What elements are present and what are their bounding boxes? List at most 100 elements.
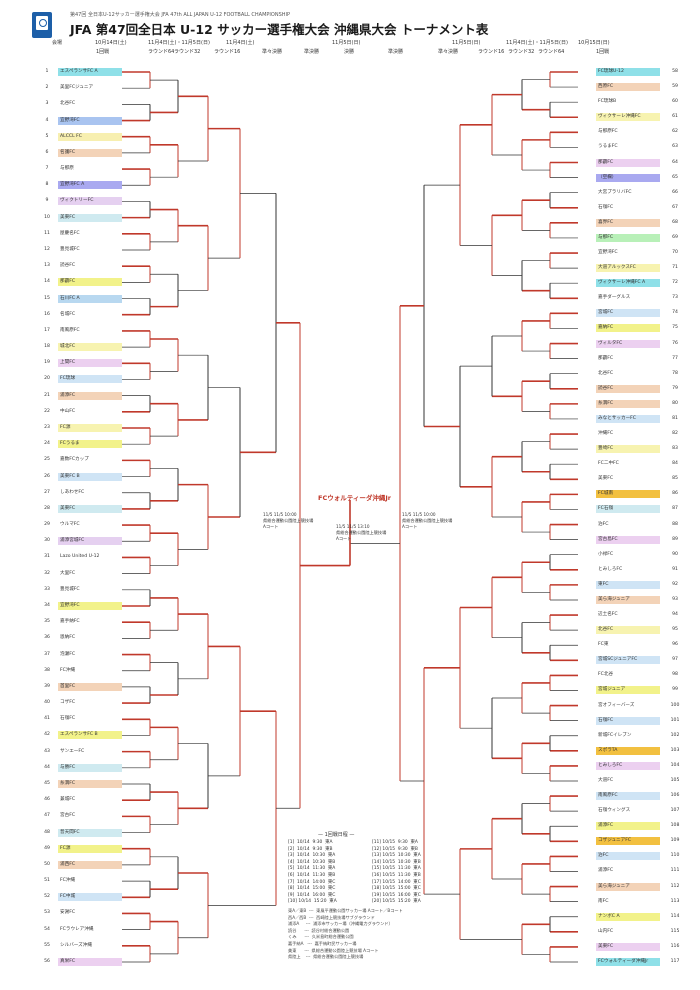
team-number: 90	[672, 551, 678, 557]
team-number: 53	[44, 910, 50, 916]
team-number: 94	[672, 612, 678, 618]
team-number: 69	[672, 234, 678, 240]
team-name: しあわせFC	[58, 488, 122, 497]
team-number: 45	[44, 781, 50, 786]
round-label-5: 準々決勝	[262, 49, 283, 55]
round-label-8: 準決勝	[388, 49, 404, 55]
team-name: 大道FC	[596, 776, 660, 785]
team-number: 108	[670, 823, 680, 829]
team-number: 17	[44, 327, 50, 333]
team-number: 8	[45, 182, 49, 188]
team-number: 23	[44, 425, 50, 430]
team-name: 美東FC B	[58, 472, 122, 481]
team-number: 97	[672, 657, 678, 663]
team-name: 美里FCジュニア	[58, 84, 122, 93]
team-number: 5	[45, 133, 49, 139]
team-name: FC源	[58, 844, 122, 853]
team-number: 58	[672, 69, 678, 74]
team-number: 72	[672, 280, 678, 286]
team-number: 91	[672, 566, 678, 572]
team-name: 嘉手ダーグルス	[596, 294, 660, 303]
team-number: 31	[44, 554, 50, 560]
team-name: 与勝FC	[58, 763, 122, 772]
team-name: FC沖縄	[58, 666, 122, 675]
round-date-6: 11月4日(土)・11月5日(日)	[506, 40, 568, 46]
team-name: 宮オフィーバーズ	[596, 701, 660, 710]
team-name: エスペランサFC A	[58, 68, 122, 76]
team-number: 27	[44, 489, 50, 495]
team-name: 北谷FC	[596, 626, 660, 635]
team-name: エスペランサFC B	[58, 731, 122, 740]
team-name: FC城南	[596, 490, 660, 499]
team-number: 46	[44, 797, 50, 803]
team-number: 2	[45, 85, 49, 91]
team-number: 62	[672, 129, 678, 135]
round-label-11: ラウンド32	[508, 49, 535, 55]
team-name: サンエーFC	[58, 747, 122, 756]
team-name: 石川FC A	[58, 294, 122, 303]
team-name: 泡瀬FC	[58, 650, 122, 659]
jfa-logo	[32, 12, 52, 38]
team-number: 92	[672, 581, 678, 587]
semi-left-info-1: 11/5 11/5 10:00	[263, 512, 297, 517]
team-number: 103	[670, 747, 680, 753]
team-number: 34	[44, 603, 50, 608]
team-name: ALCCL FC	[58, 132, 122, 141]
team-number: 100	[670, 702, 680, 708]
team-name: 喜界FC	[596, 218, 660, 227]
team-number: 48	[44, 829, 50, 835]
team-name: ヴィクトリーFC	[58, 197, 122, 206]
team-number: 116	[670, 943, 680, 949]
team-name: 与那原FC	[596, 128, 660, 137]
team-number: 56	[44, 959, 50, 964]
team-number: 65	[672, 174, 678, 180]
team-number: 80	[672, 400, 678, 406]
team-name: 那覇FC	[596, 354, 660, 363]
final-info-3: Aコート	[336, 536, 352, 541]
team-name: シルバーズ沖縄	[58, 941, 122, 950]
team-name: 浦西FC	[58, 860, 122, 869]
team-number: 22	[44, 408, 50, 414]
team-name: 兼城FC	[58, 796, 122, 805]
team-number: 41	[44, 716, 50, 722]
team-name: 読谷FC	[596, 384, 660, 393]
team-name: 豊見城FC	[58, 585, 122, 594]
semi-left-info-3: Aコート	[263, 524, 279, 529]
team-number: 11	[44, 230, 50, 236]
team-number: 64	[672, 159, 678, 165]
team-number: 24	[44, 441, 50, 447]
team-name: 沖縄FC	[596, 430, 660, 439]
team-number: 10	[44, 214, 50, 220]
team-name: FC石嶺	[596, 505, 660, 514]
team-number: 36	[44, 635, 50, 641]
team-name: 美東FC	[58, 504, 122, 513]
team-name: FC北谷	[596, 671, 660, 680]
team-name: 辺土名FC	[596, 611, 660, 620]
team-number: 42	[44, 732, 50, 738]
team-number: 89	[672, 536, 678, 542]
team-number: 47	[44, 813, 50, 819]
team-name: ヴィクサーレ沖縄FC	[596, 113, 660, 122]
round-date-3: 11月4日(土)	[226, 40, 255, 46]
round-label-10: ラウンド16	[478, 49, 505, 55]
team-name: ヴィクサーレ沖縄FC A	[596, 279, 660, 288]
team-number: 4	[45, 117, 49, 123]
champion-banner: FCウォルティーダ沖縄Jr	[318, 494, 391, 502]
team-name: 宮城FC	[596, 309, 660, 318]
team-number: 38	[44, 667, 50, 673]
round-label-3: ラウンド32	[174, 49, 201, 55]
team-name: 西原FC	[596, 83, 660, 92]
team-number: 87	[672, 506, 678, 512]
team-number: 101	[670, 717, 680, 723]
team-number: 106	[670, 793, 680, 799]
round-label-13: 1回戦	[596, 49, 610, 55]
team-number: 7	[45, 166, 49, 172]
seed-label: 会場	[52, 40, 63, 46]
team-name: Lazo United U-12	[58, 553, 122, 562]
round-label-12: ラウンド64	[538, 49, 565, 55]
team-name: FCラウレア沖縄	[58, 925, 122, 934]
schedule-left: [1] 10/14 9:30 東A [2] 10/14 9:30 東B [3] …	[288, 840, 337, 905]
team-number: 93	[672, 596, 678, 602]
team-number: 49	[44, 845, 50, 851]
